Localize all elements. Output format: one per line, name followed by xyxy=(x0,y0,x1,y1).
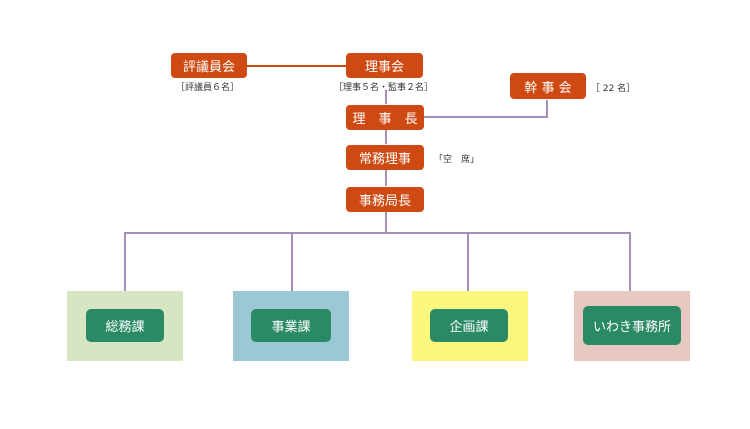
dept-jigyou-label: 事業課 xyxy=(251,309,331,342)
managing-director-note: 「空 席」 xyxy=(434,155,480,165)
chairman-box: 理 事 長 xyxy=(346,105,424,130)
board-note: ［理事５名・監事２名］ xyxy=(334,83,434,93)
secretaries-box: 幹 事 会 xyxy=(510,73,586,99)
councillors-note: ［評議員６名］ xyxy=(176,83,240,93)
dept-iwaki-label: いわき事務所 xyxy=(583,306,681,345)
managing-director-box: 常務理事 xyxy=(346,145,424,170)
councillors-box: 評議員会 xyxy=(171,53,247,78)
dept-kikaku-label: 企画課 xyxy=(430,309,508,342)
dept-soumu-label: 総務課 xyxy=(86,309,164,342)
board-box: 理事会 xyxy=(346,53,423,78)
secretary-general-box: 事務局長 xyxy=(346,187,424,212)
secretaries-chairman-line xyxy=(424,100,548,118)
secretaries-note: ［ 22 名］ xyxy=(591,84,636,94)
